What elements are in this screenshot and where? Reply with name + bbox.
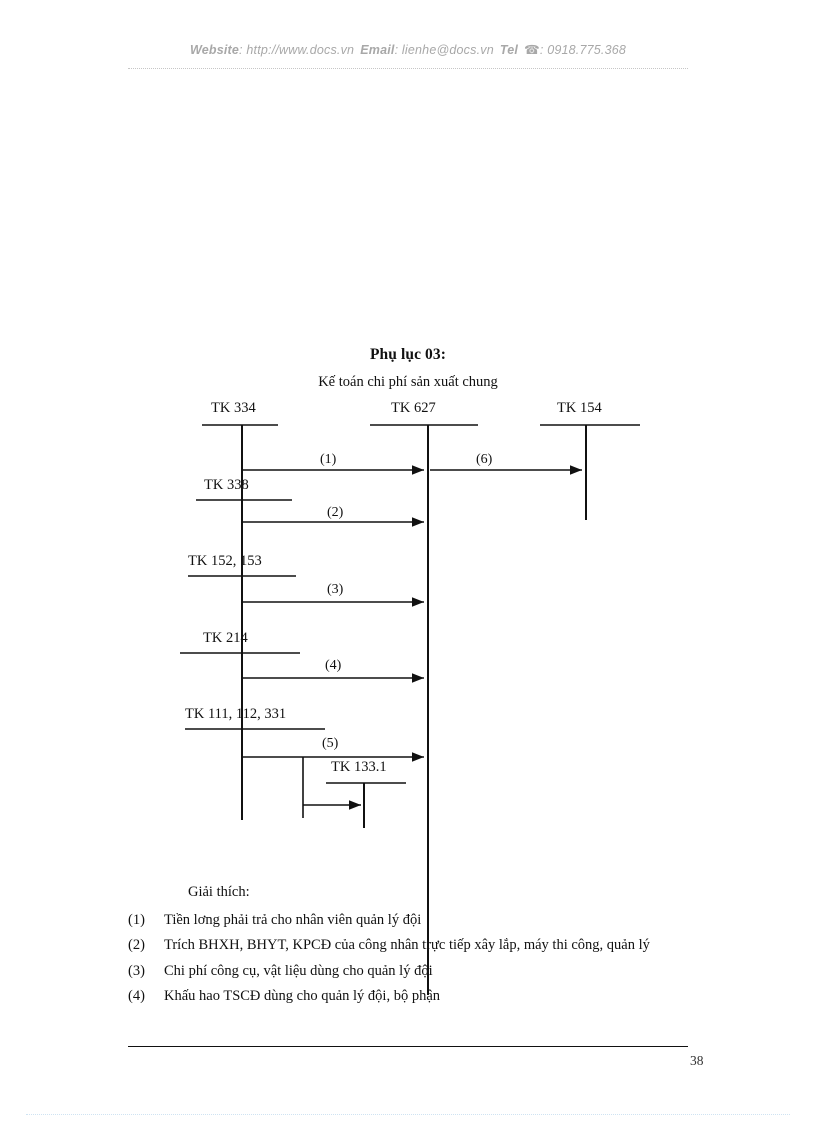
header-tel-label: Tel — [499, 43, 519, 57]
list-item-number: (1) — [128, 911, 145, 928]
flow-label-4: (4) — [325, 658, 342, 673]
page-subtitle: Kế toán chi phí sản xuất chung — [318, 374, 498, 390]
header-tel-value: : 0918.775.368 — [539, 43, 627, 57]
page-title: Phụ lục 03: — [369, 346, 447, 363]
page-bottom-edge — [26, 1114, 790, 1115]
list-item-text: Tiền lơng phải trả cho nhân viên quản lý… — [164, 911, 422, 928]
list-item-number: (2) — [128, 937, 145, 953]
explanation-heading: Giải thích: — [188, 884, 250, 900]
list-item: (3) Chi phí công cụ, vật liệu dùng cho q… — [128, 959, 728, 985]
flow-label-1: (1) — [320, 452, 337, 467]
flow-label-2: (2) — [327, 505, 344, 520]
footer-divider — [128, 1046, 688, 1047]
list-item: (2) Trích BHXH, BHYT, KPCĐ của công nhân… — [128, 933, 728, 959]
list-item-text: Chi phí công cụ, vật liệu dùng cho quản … — [164, 962, 433, 979]
account-label-tk154: TK 154 — [557, 400, 602, 416]
page-number: 38 — [690, 1053, 704, 1068]
phone-icon: ☎ — [524, 43, 540, 57]
account-label-tk111-112-331: TK 111, 112, 331 — [185, 706, 287, 722]
header-divider — [128, 68, 688, 69]
list-item: (1) Tiền lơng phải trả cho nhân viên quả… — [128, 908, 728, 934]
account-label-tk152-153: TK 152, 153 — [188, 553, 262, 569]
account-label-tk627: TK 627 — [391, 400, 436, 416]
list-item-text: Khấu hao TSCĐ dùng cho quản lý đội, bộ p… — [164, 988, 441, 1004]
flow-label-6: (6) — [476, 452, 493, 467]
list-item-text: Trích BHXH, BHYT, KPCĐ của công nhân trự… — [164, 937, 650, 953]
account-label-tk338: TK 338 — [204, 477, 249, 493]
header-email-value: : lienhe@docs.vn — [394, 43, 494, 57]
account-label-tk334: TK 334 — [211, 400, 256, 416]
list-item-number: (3) — [128, 962, 145, 979]
header-email-label: Email — [360, 43, 395, 57]
list-item: (4) Khấu hao TSCĐ dùng cho quản lý đội, … — [128, 984, 728, 1010]
list-item-number: (4) — [128, 988, 145, 1004]
page-header-watermark: Website: http://www.docs.vn Email: lienhe… — [0, 42, 816, 57]
flow-label-3: (3) — [327, 582, 344, 597]
explanation-list: (1) Tiền lơng phải trả cho nhân viên quả… — [128, 908, 728, 1010]
explanation-block: Giải thích: (1) Tiền lơng phải trả cho n… — [128, 880, 728, 1010]
account-label-tk133-1: TK 133.1 — [331, 759, 387, 775]
header-website-value: : http://www.docs.vn — [239, 43, 355, 57]
flow-label-5: (5) — [322, 736, 339, 751]
account-label-tk214: TK 214 — [203, 630, 248, 646]
header-website-label: Website — [189, 43, 240, 57]
